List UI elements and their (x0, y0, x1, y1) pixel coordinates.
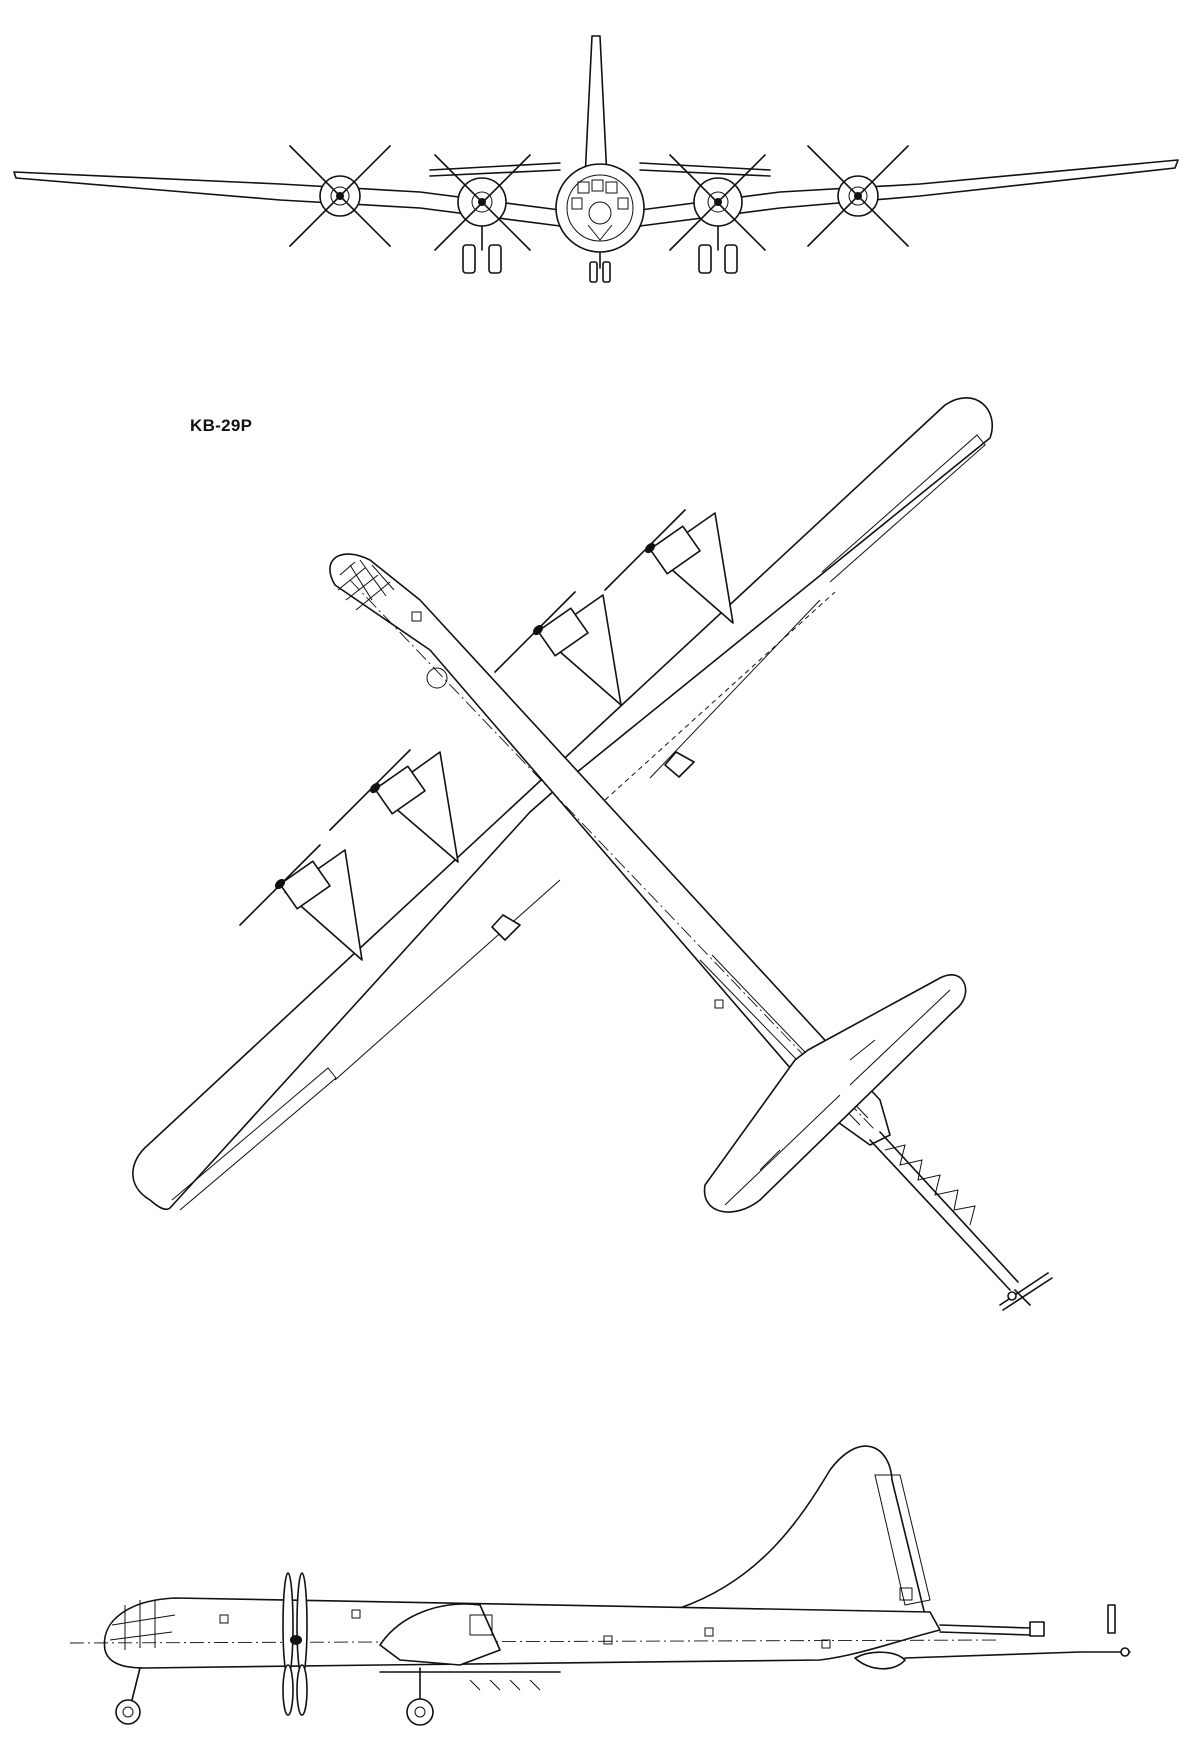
side-view (69, 1445, 1131, 1726)
front-fin (584, 35, 608, 179)
side-propellers (282, 1572, 308, 1716)
front-nose-glazing (555, 163, 645, 253)
plan-engine-1 (239, 844, 363, 961)
front-main-gear-left (462, 224, 502, 274)
plan-wing (132, 397, 993, 1211)
side-refueling-boom (854, 1604, 1131, 1670)
front-engine-inner-left (434, 154, 531, 251)
side-nose-gear (115, 1667, 141, 1725)
side-vertical-fin (679, 1445, 926, 1621)
plan-engine-2 (329, 749, 459, 863)
front-engine-inner-right (669, 154, 766, 251)
plan-engine-4 (604, 509, 734, 624)
plan-refueling-boom (869, 1131, 1053, 1311)
plan-engine-3 (494, 591, 622, 706)
front-engine-outer-left (289, 145, 391, 247)
front-stabilizer (429, 162, 771, 177)
front-nose-gear (589, 251, 611, 283)
plan-view (132, 397, 1053, 1311)
side-fuselage (103, 1597, 941, 1669)
plan-horizontal-tail (703, 974, 967, 1213)
front-engine-outer-right (807, 145, 909, 247)
side-main-gear (379, 1667, 561, 1726)
front-main-gear-right (698, 224, 738, 274)
aircraft-designation-label: KB-29P (190, 416, 253, 435)
front-view (13, 35, 1179, 283)
